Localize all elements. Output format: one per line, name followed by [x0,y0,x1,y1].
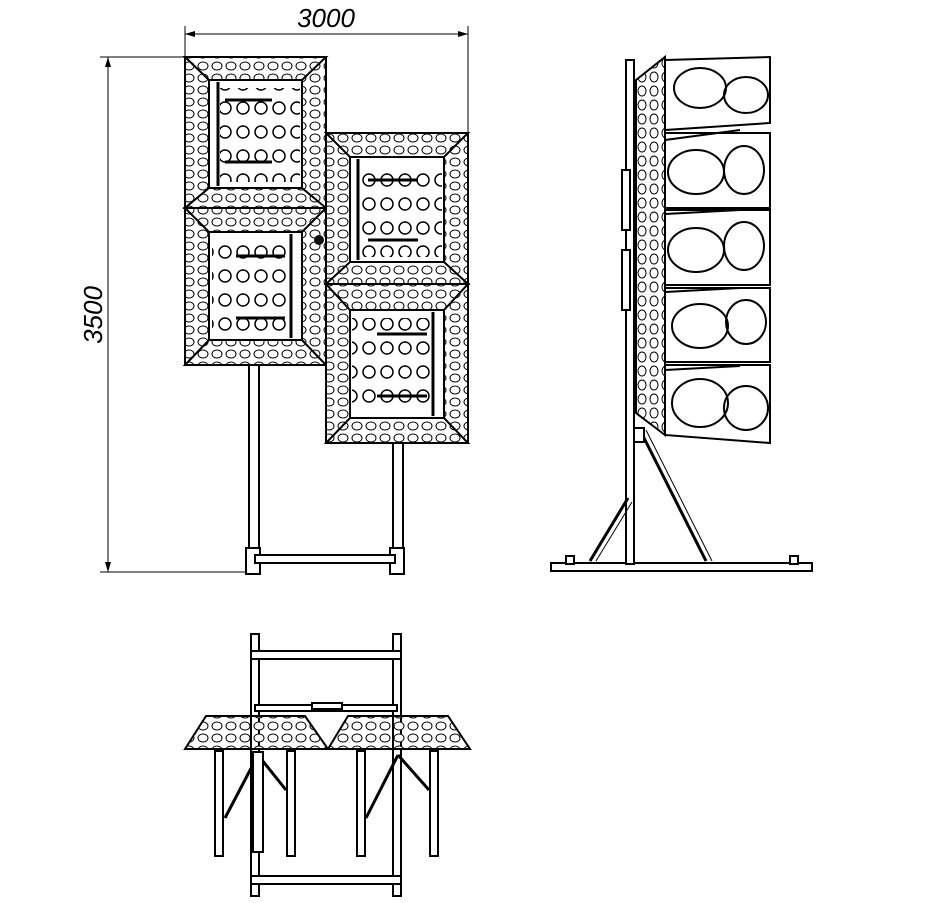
side-reflector-3 [664,209,771,286]
side-view [550,54,813,572]
dimension-height-label: 3500 [78,286,108,344]
front-panel-top-left [182,56,329,209]
front-panel-bottom-right [323,283,471,444]
side-brackets [621,169,631,311]
front-base-bar [254,554,396,564]
dimension-width: 3000 [184,3,469,135]
top-rear-bar [250,650,402,660]
top-view [183,633,472,897]
top-head-right [326,715,472,857]
top-front-bar [250,875,402,885]
front-panel-top-right [323,132,471,285]
side-front-plate [635,54,666,438]
front-center-bolt [314,235,324,245]
top-head-left [183,715,330,857]
dimension-width-label: 3000 [297,3,355,33]
side-reflector-1 [664,55,771,132]
side-braces [588,427,713,562]
side-reflector-5 [664,364,771,445]
side-reflector-4 [664,287,771,363]
side-reflector-2 [664,129,771,209]
dimension-height: 3500 [78,56,255,573]
front-view [182,56,471,575]
side-base-plate [550,562,813,572]
side-mast [625,59,635,565]
front-panel-bottom-left [182,207,329,366]
front-left-leg [245,364,261,575]
